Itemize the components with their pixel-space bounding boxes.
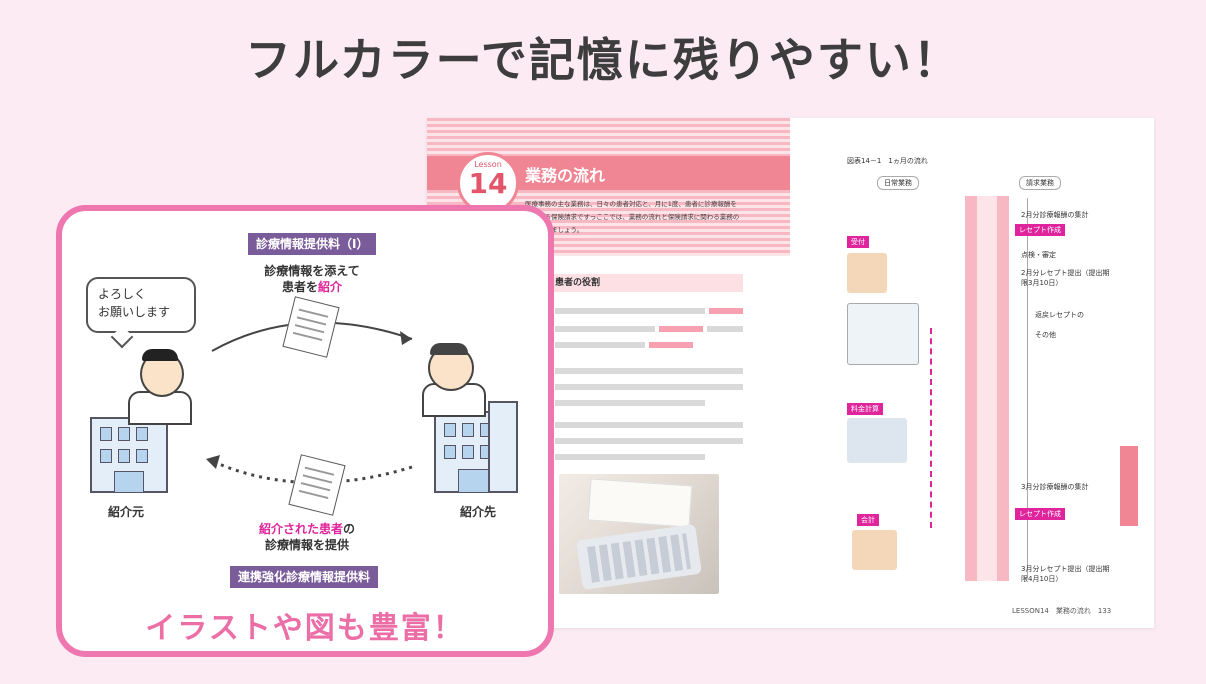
timeline-inner (977, 196, 997, 581)
calc-illustration (847, 418, 907, 463)
column-daily: 日常業務 (877, 176, 919, 190)
body-text-line (707, 326, 743, 332)
speech-bubble: よろしく お願いします (86, 277, 196, 333)
body-text-line (555, 342, 645, 348)
arrow-head (206, 455, 220, 469)
timeline-line (1027, 198, 1028, 578)
caption-top-line1: 診療情報を添えて (264, 264, 360, 278)
caption-bottom: 紹介された患者の 診療情報を提供 (202, 521, 412, 553)
caption-bottom-line1: 紹介された患者の (258, 522, 356, 536)
section-heading: 患者の役割 (545, 274, 743, 292)
body-text-line (555, 438, 743, 444)
note: 3月分診療報酬の集計 (1021, 483, 1089, 491)
body-text-line (555, 454, 705, 460)
caption-bottom-line2: 診療情報を提供 (264, 538, 349, 552)
arrow-head (400, 331, 412, 345)
tag-receipt-2: レセプト作成 (1015, 508, 1065, 520)
card-footer: イラストや図も豊富！ (145, 611, 465, 646)
tag-calculation: 料金計算 (847, 403, 883, 415)
exam-illustration (847, 303, 919, 365)
tag-receipt-1: レセプト作成 (1015, 224, 1065, 236)
body-text-line (555, 400, 705, 406)
headline: フルカラーで記憶に残りやすい！ (245, 33, 961, 87)
body-text-line (555, 384, 743, 390)
lesson-label: Lesson (474, 160, 502, 169)
note: 点検・審定 (1021, 251, 1056, 259)
lesson-title: 業務の流れ (525, 166, 606, 185)
body-text-line (555, 422, 743, 428)
figure-caption: 図表14－1 1ヵ月の流れ (847, 157, 928, 165)
body-highlight (659, 326, 703, 332)
reception-illustration (847, 253, 887, 293)
label-top: 診療情報提供料（Ⅰ） (248, 233, 377, 255)
hospital-left-icon (90, 417, 168, 493)
calculator-photo (559, 474, 719, 594)
note: 2月分診療報酬の集計 (1021, 211, 1089, 219)
chapter-side-tab (1120, 446, 1138, 526)
tag-payment: 会計 (857, 514, 879, 526)
lesson-intro: 医療事務の主な業務は、日々の患者対応と、月に1度、患者に診療報酬を請求する保険請… (525, 200, 740, 234)
page-footer: LESSON14 業務の流れ 133 (1012, 607, 1112, 615)
column-billing: 請求業務 (1019, 176, 1061, 190)
body-text-line (555, 308, 705, 314)
note: その他 (1035, 331, 1056, 339)
note: 返戻レセプトの (1035, 311, 1084, 319)
payment-illustration (852, 530, 897, 570)
body-text-line (555, 368, 743, 374)
label-bottom: 連携強化診療情報提供料 (230, 566, 379, 588)
caption-referrer: 紹介元 (108, 505, 145, 519)
caption-referee: 紹介先 (460, 505, 497, 519)
caption-top-line2: 患者を紹介 (281, 280, 343, 294)
body-highlight (709, 308, 743, 314)
illustration-card: 診療情報提供料（Ⅰ） 診療情報を添えて 患者を紹介 よろしく お願いします 紹介… (56, 205, 554, 657)
hospital-tower (488, 401, 518, 493)
tag-reception: 受付 (847, 236, 869, 248)
lesson-number: 14 (468, 167, 508, 200)
dashed-flow (930, 328, 932, 528)
caption-top: 診療情報を添えて 患者を紹介 (212, 263, 412, 295)
body-highlight (649, 342, 693, 348)
note: 2月分レセプト提出（提出期限3月10日） (1021, 269, 1110, 287)
note: 3月分レセプト提出（提出期限4月10日） (1021, 565, 1110, 583)
body-text-line (555, 326, 655, 332)
